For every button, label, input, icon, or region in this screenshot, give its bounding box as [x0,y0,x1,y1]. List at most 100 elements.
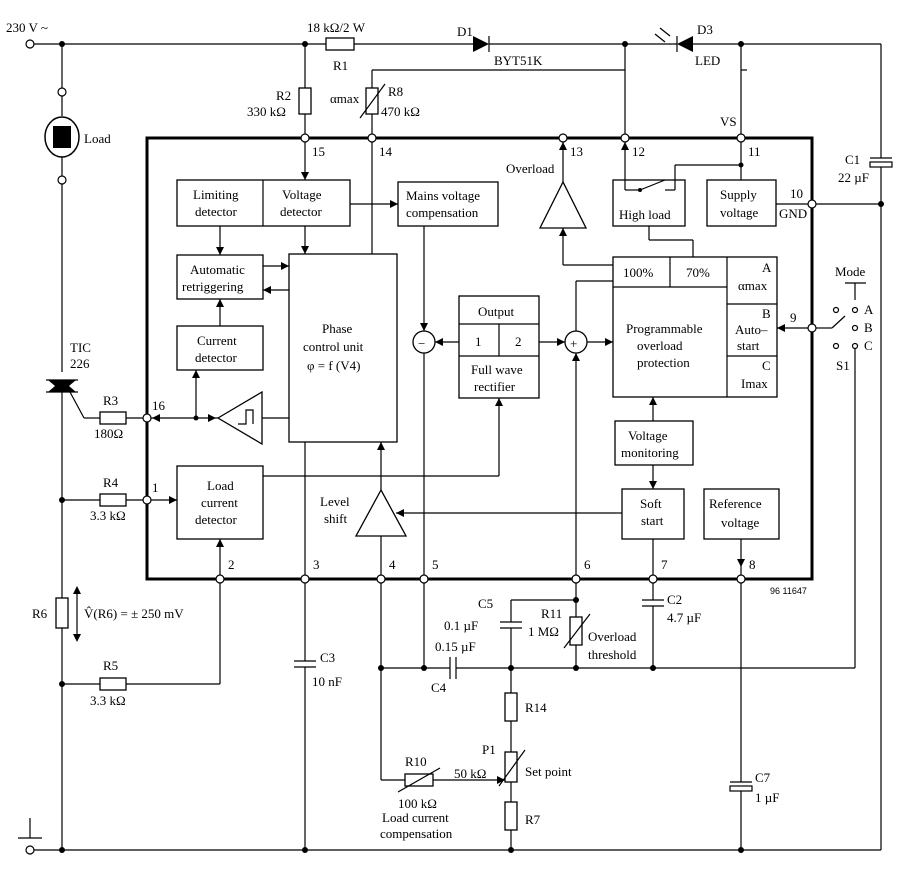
minus-sign: − [418,336,425,351]
triac-number: 226 [70,356,90,371]
phase-control-unit-block [288,253,398,443]
supply-voltage-label: 230 V ~ [6,20,48,35]
d3-part: LED [695,53,720,68]
plus-sign: + [570,336,577,351]
prog-label-1: Programmable [626,321,703,336]
r6-voltage-note: V̂(R6) = ± 250 mV [84,606,184,621]
r4-name: R4 [103,475,119,490]
pin-4-label: 4 [389,557,396,572]
pin-3 [300,574,310,584]
output-2-label: 2 [515,334,522,349]
overload-threshold-2: threshold [588,647,637,662]
pin-10-label: 10 [790,186,803,201]
prog-auto-label-1: Auto– [735,322,768,337]
pin-11-label: 11 [748,144,761,159]
pin-9-label: 9 [790,310,797,325]
ic-outline [145,136,814,581]
r2-name: R2 [276,88,291,103]
pin-16-terminal [142,413,152,423]
limiting-label-2: detector [195,204,238,219]
pin-1-terminal [142,495,152,505]
prog-70-label: 70% [686,265,710,280]
phase-label-2: control unit [303,339,364,354]
pin-2-label: 2 [228,557,235,572]
d1-name: D1 [457,24,473,39]
schmitt-trigger-amp [216,390,263,446]
limiting-label-1: Limiting [193,187,239,202]
pin-12-label: 12 [632,144,645,159]
supply-voltage-block [706,179,777,227]
r8-alpha: αmax [330,91,360,106]
figure-code: 96 11647 [770,586,807,596]
prog-a-label: A [762,260,772,275]
c1-name: C1 [845,152,860,167]
c4-value: 0.15 µF [435,639,476,654]
r5-value: 3.3 kΩ [90,693,126,708]
pin-7 [648,574,658,584]
c5-name: C5 [478,596,493,611]
r7-name: R7 [525,812,541,827]
pin-13 [558,133,568,143]
current-label-1: Current [197,333,237,348]
pin-6 [571,574,581,584]
c2-value: 4.7 µF [667,610,701,625]
level-label-1: Level [320,494,350,509]
bottom-pins [215,574,746,584]
r6-name: R6 [32,606,48,621]
c2-name: C2 [667,592,682,607]
prog-label-3: protection [637,355,690,370]
current-detector-block [176,325,264,371]
pin-11 [736,133,746,143]
r2-value: 330 kΩ [247,104,286,119]
prog-label-2: overload [637,338,683,353]
pin-8 [736,574,746,584]
prog-100-label: 100% [623,265,654,280]
fwr-label-1: Full wave [471,362,523,377]
r3-name: R3 [103,393,118,408]
r1-name: R1 [333,58,348,73]
overload-threshold-1: Overload [588,629,637,644]
r8-name: R8 [388,84,403,99]
pin-13-label: 13 [570,144,583,159]
overload-amp [538,180,588,229]
pin-2 [215,574,225,584]
prog-auto-label-2: start [737,338,760,353]
load-label-3: detector [195,512,238,527]
prog-c-label: C [762,358,771,373]
prog-amax-label: αmax [738,278,768,293]
pin-1-label: 1 [152,480,159,495]
voltage-monitoring-block [614,420,694,466]
soft-label-1: Soft [640,496,662,511]
c7-value: 1 µF [755,790,779,805]
vmon-label-1: Voltage [628,428,668,443]
supply-label-2: voltage [720,205,758,220]
programmable-overload-block [612,256,778,398]
vs-label: VS [720,114,737,129]
c1-value: 22 µF [838,170,869,185]
mode-a-label: A [864,302,874,317]
r4-resistor [99,493,127,507]
mains-compensation-block [397,181,499,227]
mains-label-1: Mains voltage [406,188,480,203]
r14-name: R14 [525,700,547,715]
r5-name: R5 [103,658,118,673]
r10-value: 100 kΩ [398,796,437,811]
r5-resistor [99,677,127,691]
c7-capacitor [729,785,753,792]
supply-label-1: Supply [720,187,757,202]
c1-capacitor [869,161,893,168]
load-label-2: current [201,495,238,510]
pin-12 [620,133,630,143]
ref-label-2: voltage [721,515,759,530]
p1-name: P1 [482,742,496,757]
pin-8-label: 8 [749,557,756,572]
r2-resistor [298,87,312,115]
pin-4 [376,574,386,584]
mode-c-label: C [864,338,873,353]
r7-resistor [504,801,518,831]
r11-name: R11 [541,606,562,621]
soft-start-block [621,488,685,540]
r3-value: 180Ω [94,426,123,441]
